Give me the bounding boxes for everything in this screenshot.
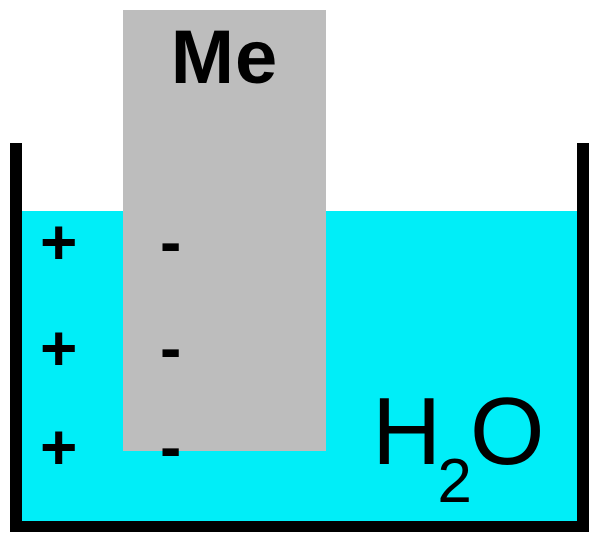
formula-main: H — [372, 378, 442, 485]
metal-electrode — [123, 10, 326, 451]
vessel-right-wall — [577, 143, 589, 532]
solution-charge-2: + — [40, 312, 78, 384]
electrode-charge-1: - — [160, 206, 182, 278]
formula-tail: O — [469, 378, 545, 485]
formula-subscript: 2 — [437, 447, 472, 516]
electrode-charge-2: - — [160, 312, 182, 384]
vessel-left-wall — [10, 143, 22, 532]
water-formula: H2O — [372, 384, 544, 524]
solution-charge-1: + — [40, 206, 78, 278]
electrode-label: Me — [170, 15, 279, 100]
electrode-charge-3: - — [160, 411, 182, 483]
solution-charge-3: + — [40, 411, 78, 483]
vessel-bottom — [10, 521, 589, 532]
